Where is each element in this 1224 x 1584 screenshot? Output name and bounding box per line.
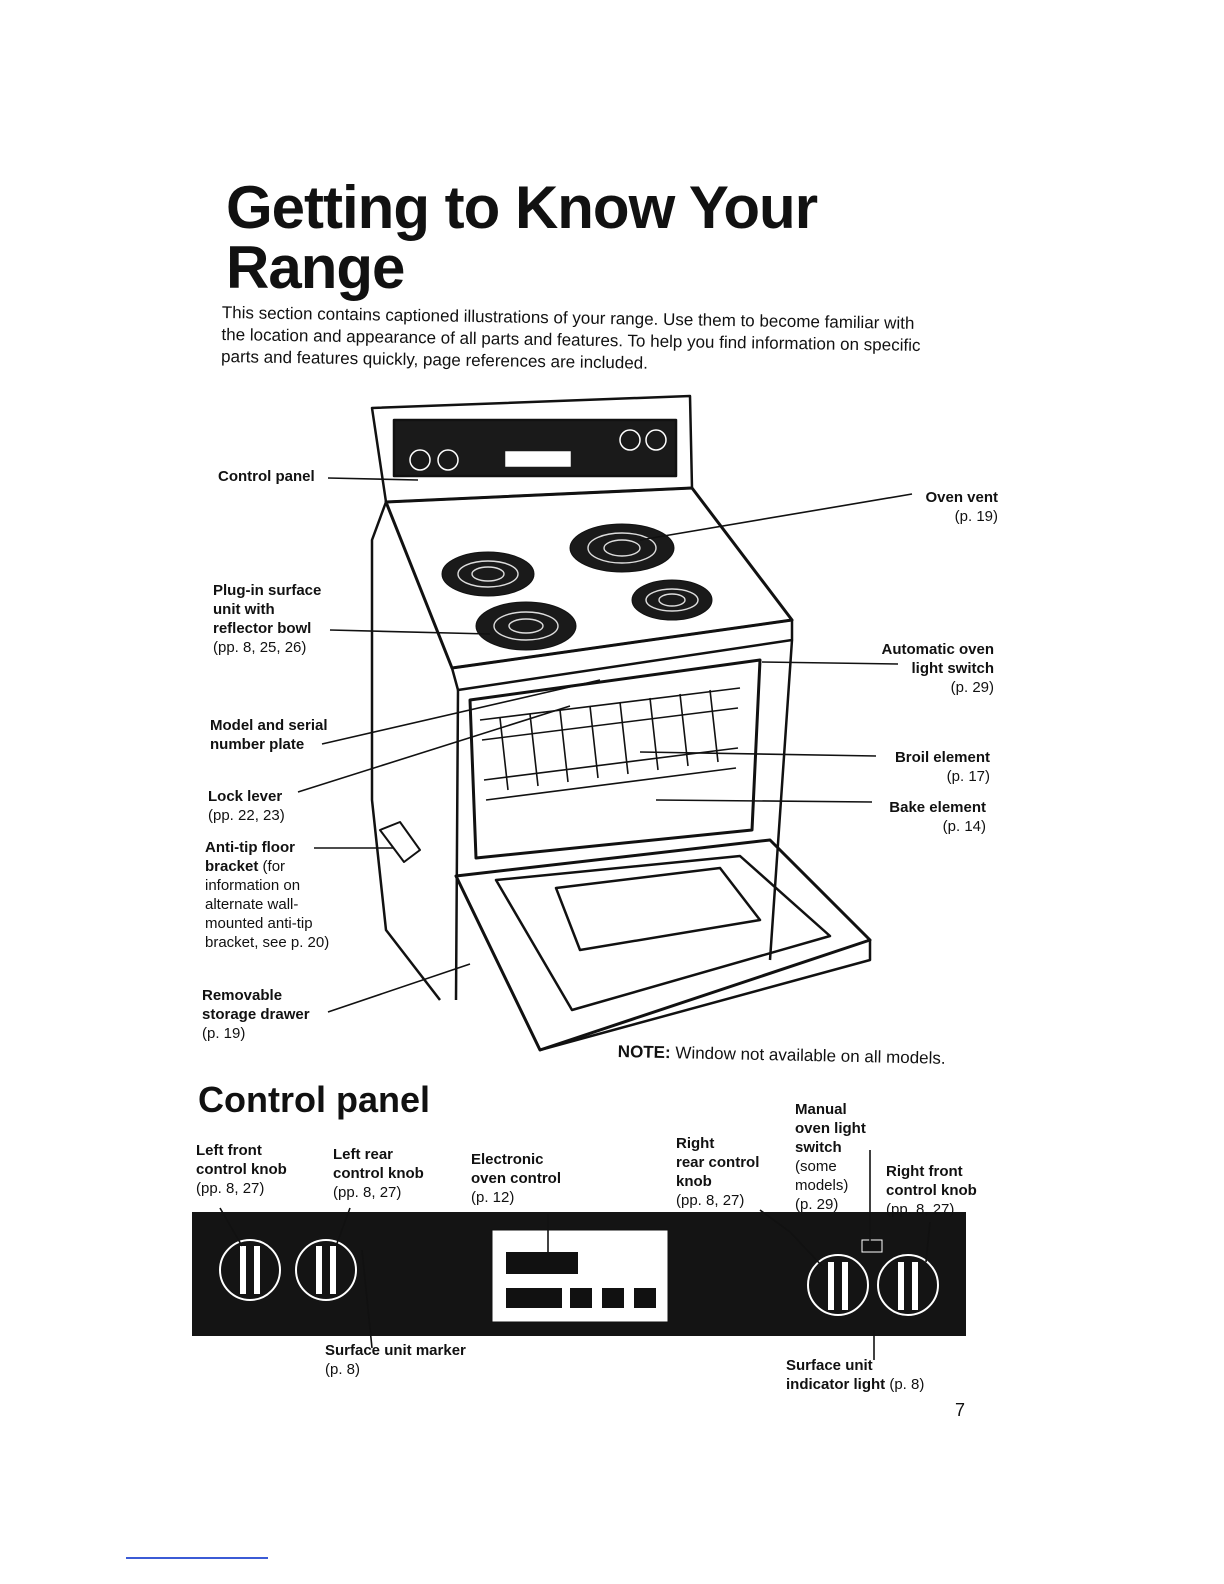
- label-right-rear-knob: Right rear control knob (pp. 8, 27): [676, 1135, 760, 1209]
- label-bake-element: Bake element (p. 14): [889, 799, 986, 835]
- burner-left-front: [475, 601, 577, 651]
- label-left-front-knob: Left front control knob (pp. 8, 27): [196, 1142, 287, 1197]
- label-automatic-oven-light: Automatic oven light switch (p. 29): [881, 641, 994, 696]
- label-lock-lever: Lock lever (pp. 22, 23): [208, 788, 285, 824]
- title-line-1: Getting to Know Your: [226, 174, 818, 241]
- door-window: [554, 866, 762, 952]
- label-electronic-oven-control: Electronic oven control (p. 12): [471, 1151, 562, 1206]
- control-panel-heading: Control panel: [198, 1079, 430, 1120]
- title-line-2: Range: [226, 234, 405, 301]
- electronic-oven-control: [491, 1229, 669, 1323]
- label-surface-unit-indicator: Surface unit indicator light (p. 8): [786, 1357, 925, 1393]
- surface-units: [441, 523, 713, 651]
- label-surface-unit-marker: Surface unit marker (p. 8): [325, 1342, 466, 1378]
- oven-racks: [479, 687, 741, 801]
- burner-right-rear: [569, 523, 675, 573]
- label-plug-in-surface-unit: Plug-in surface unit with reflector bowl…: [213, 582, 322, 656]
- manual-light-switch: [861, 1239, 883, 1253]
- label-oven-vent: Oven vent (p. 19): [925, 489, 998, 525]
- label-storage-drawer: Removable storage drawer (p. 19): [202, 987, 310, 1042]
- right-front-knob: [877, 1254, 939, 1316]
- left-rear-knob: [295, 1239, 357, 1301]
- anti-tip-bracket: [379, 821, 421, 863]
- label-model-serial-plate: Model and serial number plate: [210, 717, 328, 753]
- leader-lines: [297, 477, 913, 1013]
- burner-right-front: [631, 579, 713, 621]
- page-title: Getting to Know Your Range: [226, 178, 926, 298]
- footer-rule: [126, 1557, 268, 1559]
- burner-left-rear: [441, 551, 535, 597]
- label-control-panel: Control panel: [218, 468, 315, 485]
- label-anti-tip-bracket: Anti-tip floor bracket (for information …: [205, 839, 330, 951]
- label-left-rear-knob: Left rear control knob (pp. 8, 27): [333, 1146, 424, 1201]
- label-manual-oven-light-switch: Manual oven light switch (some models) (…: [795, 1101, 866, 1213]
- page-number: 7: [955, 1400, 966, 1420]
- control-panel-strip: [392, 418, 678, 478]
- left-front-knob: [219, 1239, 281, 1301]
- right-rear-knob: [807, 1254, 869, 1316]
- label-broil-element: Broil element (p. 17): [894, 749, 990, 785]
- control-knobs: [219, 1239, 939, 1316]
- label-right-front-knob: Right front control knob (pp. 8, 27): [886, 1163, 977, 1218]
- oven-cavity: [468, 658, 762, 860]
- oven-door: [454, 838, 872, 1052]
